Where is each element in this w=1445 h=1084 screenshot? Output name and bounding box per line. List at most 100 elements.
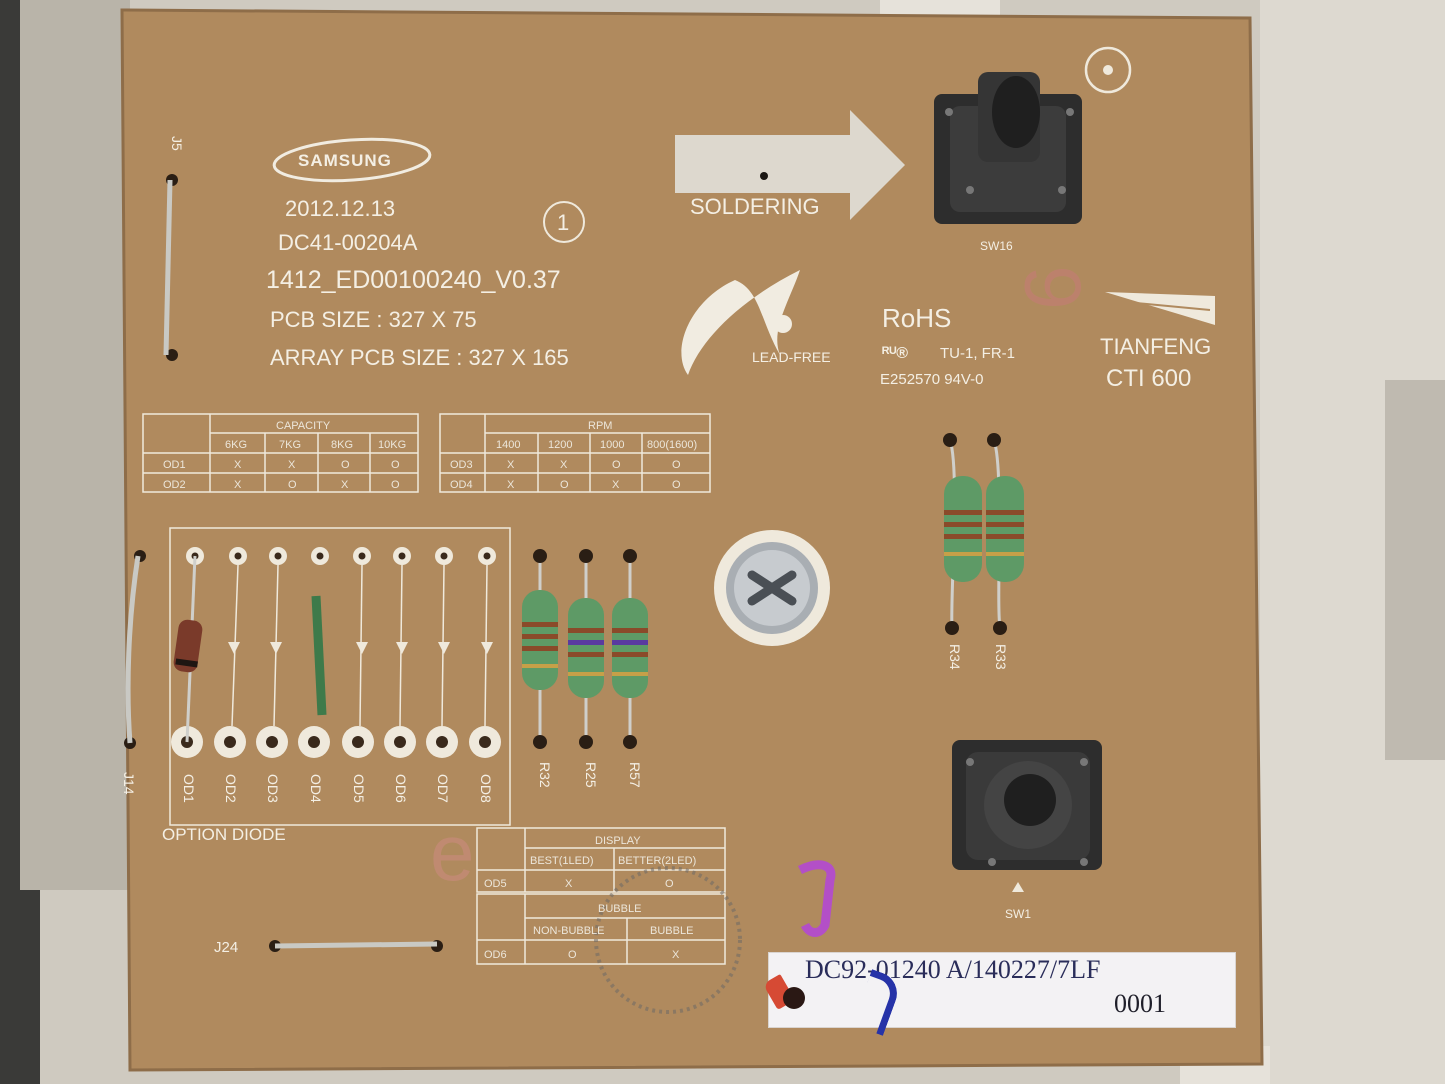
rpm-row-od4: OD4 — [450, 479, 473, 491]
capacity-title: CAPACITY — [276, 420, 331, 432]
resistor-r33 — [986, 433, 1024, 635]
jumper-j14 — [124, 550, 146, 749]
capacity-cell: O — [288, 479, 297, 491]
mounting-screw — [714, 530, 830, 646]
diode-label-od4: OD4 — [308, 774, 324, 803]
lead-free-dot — [774, 315, 792, 333]
part-code-text: DC41-00204A — [278, 230, 418, 255]
samsung-logo-oval — [272, 137, 432, 183]
designator-r34: R34 — [947, 644, 963, 670]
switch-sw16 — [934, 72, 1082, 224]
tianfeng-logo — [1105, 292, 1215, 325]
ink-stamp — [594, 866, 742, 1014]
green-sleeve-od4 — [311, 595, 327, 716]
capacity-table-grid — [142, 413, 419, 493]
fiducial-dot — [1103, 65, 1113, 75]
capacity-cell: X — [234, 459, 242, 471]
capacity-cell: O — [391, 479, 400, 491]
display-row-od5: OD5 — [484, 878, 507, 890]
red-ink-mark: 6 — [1008, 266, 1097, 311]
bubble-row-od6: OD6 — [484, 949, 507, 961]
rpm-col-1400: 1400 — [496, 439, 520, 451]
sticker-black-dot — [783, 987, 805, 1009]
designator-r32: R32 — [537, 762, 553, 788]
lead-free-logo — [681, 270, 800, 375]
circle-mark-text: 1 — [557, 210, 569, 235]
top-clip — [880, 0, 1000, 16]
rpm-cell: X — [507, 479, 515, 491]
diode-label-od5: OD5 — [351, 774, 367, 803]
bubble-cell: X — [672, 949, 680, 961]
maker-text: TIANFENG — [1100, 334, 1211, 359]
rpm-col-800: 800(1600) — [647, 439, 697, 451]
part-number-sticker: DC92-01240 A/140227/7LF 0001 — [762, 952, 1236, 1036]
rpm-col-1200: 1200 — [548, 439, 572, 451]
sticker-line-2: 0001 — [1114, 989, 1166, 1018]
capacity-row-od2: OD2 — [163, 479, 186, 491]
bubble-col-bubble: BUBBLE — [650, 925, 693, 937]
rpm-cell: O — [612, 459, 621, 471]
circle-mark — [543, 201, 585, 243]
jumper-j5 — [163, 174, 178, 361]
rohs-text: RoHS — [882, 303, 951, 333]
designator-sw16: SW16 — [980, 239, 1013, 253]
rpm-row-od3: OD3 — [450, 459, 473, 471]
soldering-text: SOLDERING — [690, 194, 820, 219]
display-col-best: BEST(1LED) — [530, 855, 594, 867]
housing-slot — [1385, 380, 1445, 760]
diode-label-od8: OD8 — [478, 774, 494, 803]
date-text: 2012.12.13 — [285, 196, 395, 221]
display-cell: O — [665, 878, 674, 890]
capacity-cell: X — [341, 479, 349, 491]
left-bracket — [20, 0, 130, 890]
display-col-better: BETTER(2LED) — [618, 855, 696, 867]
ul-code-text: E252570 94V-0 — [880, 371, 983, 388]
designator-j14: J14 — [121, 772, 137, 795]
rpm-cell: X — [612, 479, 620, 491]
cti-text: CTI 600 — [1106, 365, 1191, 392]
designator-r57: R57 — [627, 762, 643, 788]
rpm-col-1000: 1000 — [600, 439, 624, 451]
designator-sw1: SW1 — [1005, 907, 1031, 921]
red-ink-mark-lower: e — [430, 808, 475, 897]
ul-mark: ᴿᵁ® — [882, 345, 908, 362]
capacity-col-6kg: 6KG — [225, 439, 247, 451]
bubble-title: BUBBLE — [598, 903, 641, 915]
display-table-grid — [476, 827, 726, 965]
display-cell: X — [565, 878, 573, 890]
display-title: DISPLAY — [595, 835, 641, 847]
capacity-cell: X — [234, 479, 242, 491]
designator-r25: R25 — [583, 762, 599, 788]
diode-label-od7: OD7 — [435, 774, 451, 803]
jumper-j24 — [269, 940, 443, 952]
rpm-title: RPM — [588, 420, 612, 432]
diode-label-od1: OD1 — [181, 774, 197, 803]
rpm-cell: O — [672, 479, 681, 491]
switch-sw1 — [952, 740, 1102, 870]
option-diode-box — [169, 527, 511, 826]
array-pcb-size-text: ARRAY PCB SIZE : 327 X 165 — [270, 345, 569, 370]
capacity-row-od1: OD1 — [163, 459, 186, 471]
diode-label-od6: OD6 — [393, 774, 409, 803]
resistor-r57 — [612, 549, 648, 749]
rpm-table-grid — [439, 413, 711, 493]
diode-label-od3: OD3 — [265, 774, 281, 803]
designator-r33: R33 — [993, 644, 1009, 670]
diode-od1 — [173, 555, 203, 743]
capacity-cell: O — [341, 459, 350, 471]
bubble-cell: O — [568, 949, 577, 961]
option-diode-label: OPTION DIODE — [162, 825, 286, 844]
resistor-r25 — [568, 549, 604, 749]
capacity-cell: O — [391, 459, 400, 471]
designator-j5: J5 — [169, 136, 185, 151]
brand-text: SAMSUNG — [298, 151, 392, 170]
rpm-cell: O — [672, 459, 681, 471]
capacity-col-8kg: 8KG — [331, 439, 353, 451]
sw1-marker — [1012, 882, 1024, 892]
soldering-arrow — [675, 110, 905, 220]
resistor-r32 — [522, 549, 558, 749]
rpm-cell: X — [560, 459, 568, 471]
designator-j24: J24 — [214, 939, 238, 956]
capacity-cell: X — [288, 459, 296, 471]
